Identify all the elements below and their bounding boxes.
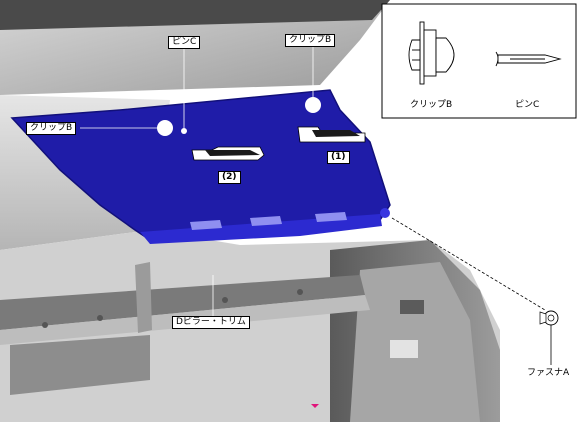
trim-tab <box>190 220 222 230</box>
body-rail <box>0 275 365 330</box>
trim-tab <box>250 216 282 226</box>
body-hole <box>400 300 424 314</box>
label-d-pillar-trim: Dピラー・トリム <box>172 316 250 329</box>
trim-tab <box>315 212 347 222</box>
body-tab <box>390 340 418 358</box>
label-clip-b-top: クリップB <box>285 34 336 47</box>
clip-b-detail <box>408 21 455 85</box>
body-bolt <box>297 289 303 295</box>
arrow-2-shadow <box>205 150 260 156</box>
fastener-a-hole <box>380 208 390 218</box>
body-bolt <box>42 322 48 328</box>
label-clip-b-left: クリップB <box>26 122 77 135</box>
label-pin-c: ピンC <box>168 36 201 49</box>
pin-c-detail <box>495 51 562 67</box>
pin-c-marker <box>181 128 187 134</box>
label-num-2: (2) <box>218 171 241 184</box>
body-bolt <box>97 315 103 321</box>
inset-label-clip-b: クリップB <box>410 100 453 110</box>
accent-marker <box>311 404 319 408</box>
body-bracket <box>135 262 152 333</box>
body-bolt <box>222 297 228 303</box>
body-lower-frame <box>10 335 150 395</box>
clip-b-marker <box>305 97 321 113</box>
label-fastener-a: ファスナA <box>527 368 570 378</box>
clip-b-marker <box>157 120 173 136</box>
body-roof-edge <box>0 0 390 30</box>
arrow-1-shadow <box>312 130 360 137</box>
inset-label-pin-c: ピンC <box>515 100 540 110</box>
fastener-a-part <box>539 310 559 326</box>
label-num-1: (1) <box>327 151 350 164</box>
